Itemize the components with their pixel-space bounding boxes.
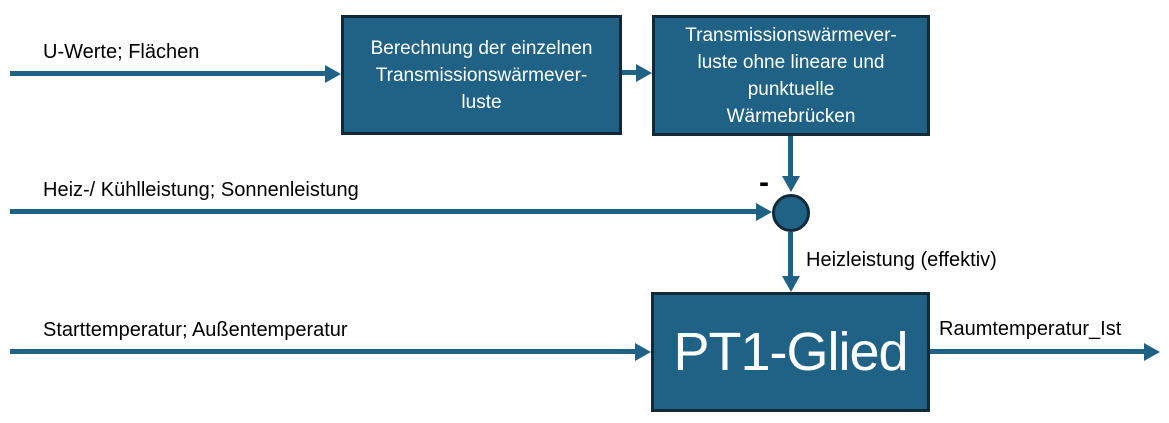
arrow-u-werte-head-icon: [325, 65, 341, 83]
input-label-heiz-kuehlleistung: Heiz-/ Kühlleistung; Sonnenleistung: [43, 179, 359, 201]
arrow-heizleistung-line: [10, 209, 756, 214]
arrow-starttemperatur-line: [10, 349, 635, 354]
edge-label-heizleistung-effektiv: Heizleistung (effektiv): [806, 249, 997, 271]
arrow-output-line: [930, 349, 1144, 354]
arrow-output-head-icon: [1144, 343, 1160, 361]
input-label-starttemperatur: Starttemperatur; Außentemperatur: [43, 319, 348, 341]
arrow-block2-junction-head-icon: [782, 176, 800, 192]
arrow-junction-pt1-head-icon: [782, 276, 800, 292]
arrow-junction-pt1-line: [788, 232, 793, 276]
arrow-starttemperatur-head-icon: [635, 343, 651, 361]
block-transmissionsverluste: Transmissionswärmever- luste ohne linear…: [652, 15, 930, 136]
block-pt1-glied: PT1-Glied: [651, 292, 930, 412]
block-berechnung: Berechnung der einzelnen Transmissionswä…: [341, 15, 622, 135]
arrow-heizleistung-head-icon: [756, 203, 772, 221]
summing-junction: [772, 194, 810, 232]
output-label-raumtemperatur: Raumtemperatur_Ist: [939, 318, 1122, 340]
arrow-block1-block2-line: [622, 70, 636, 75]
arrow-block1-block2-head-icon: [636, 64, 652, 82]
arrow-u-werte-line: [10, 71, 325, 76]
arrow-block2-junction-line: [788, 136, 793, 176]
junction-minus-sign: -: [759, 166, 769, 199]
input-label-u-werte: U-Werte; Flächen: [43, 41, 200, 63]
